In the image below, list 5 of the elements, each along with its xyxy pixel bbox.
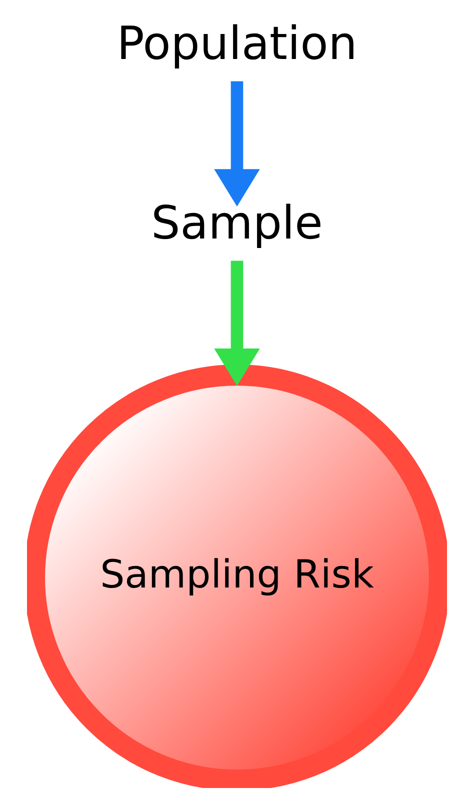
arrow — [214, 81, 260, 206]
node-circle: Sampling Risk — [27, 364, 447, 788]
arrow — [214, 260, 260, 386]
node-text: Population — [116, 17, 358, 70]
node-text: Sample — [151, 196, 323, 250]
